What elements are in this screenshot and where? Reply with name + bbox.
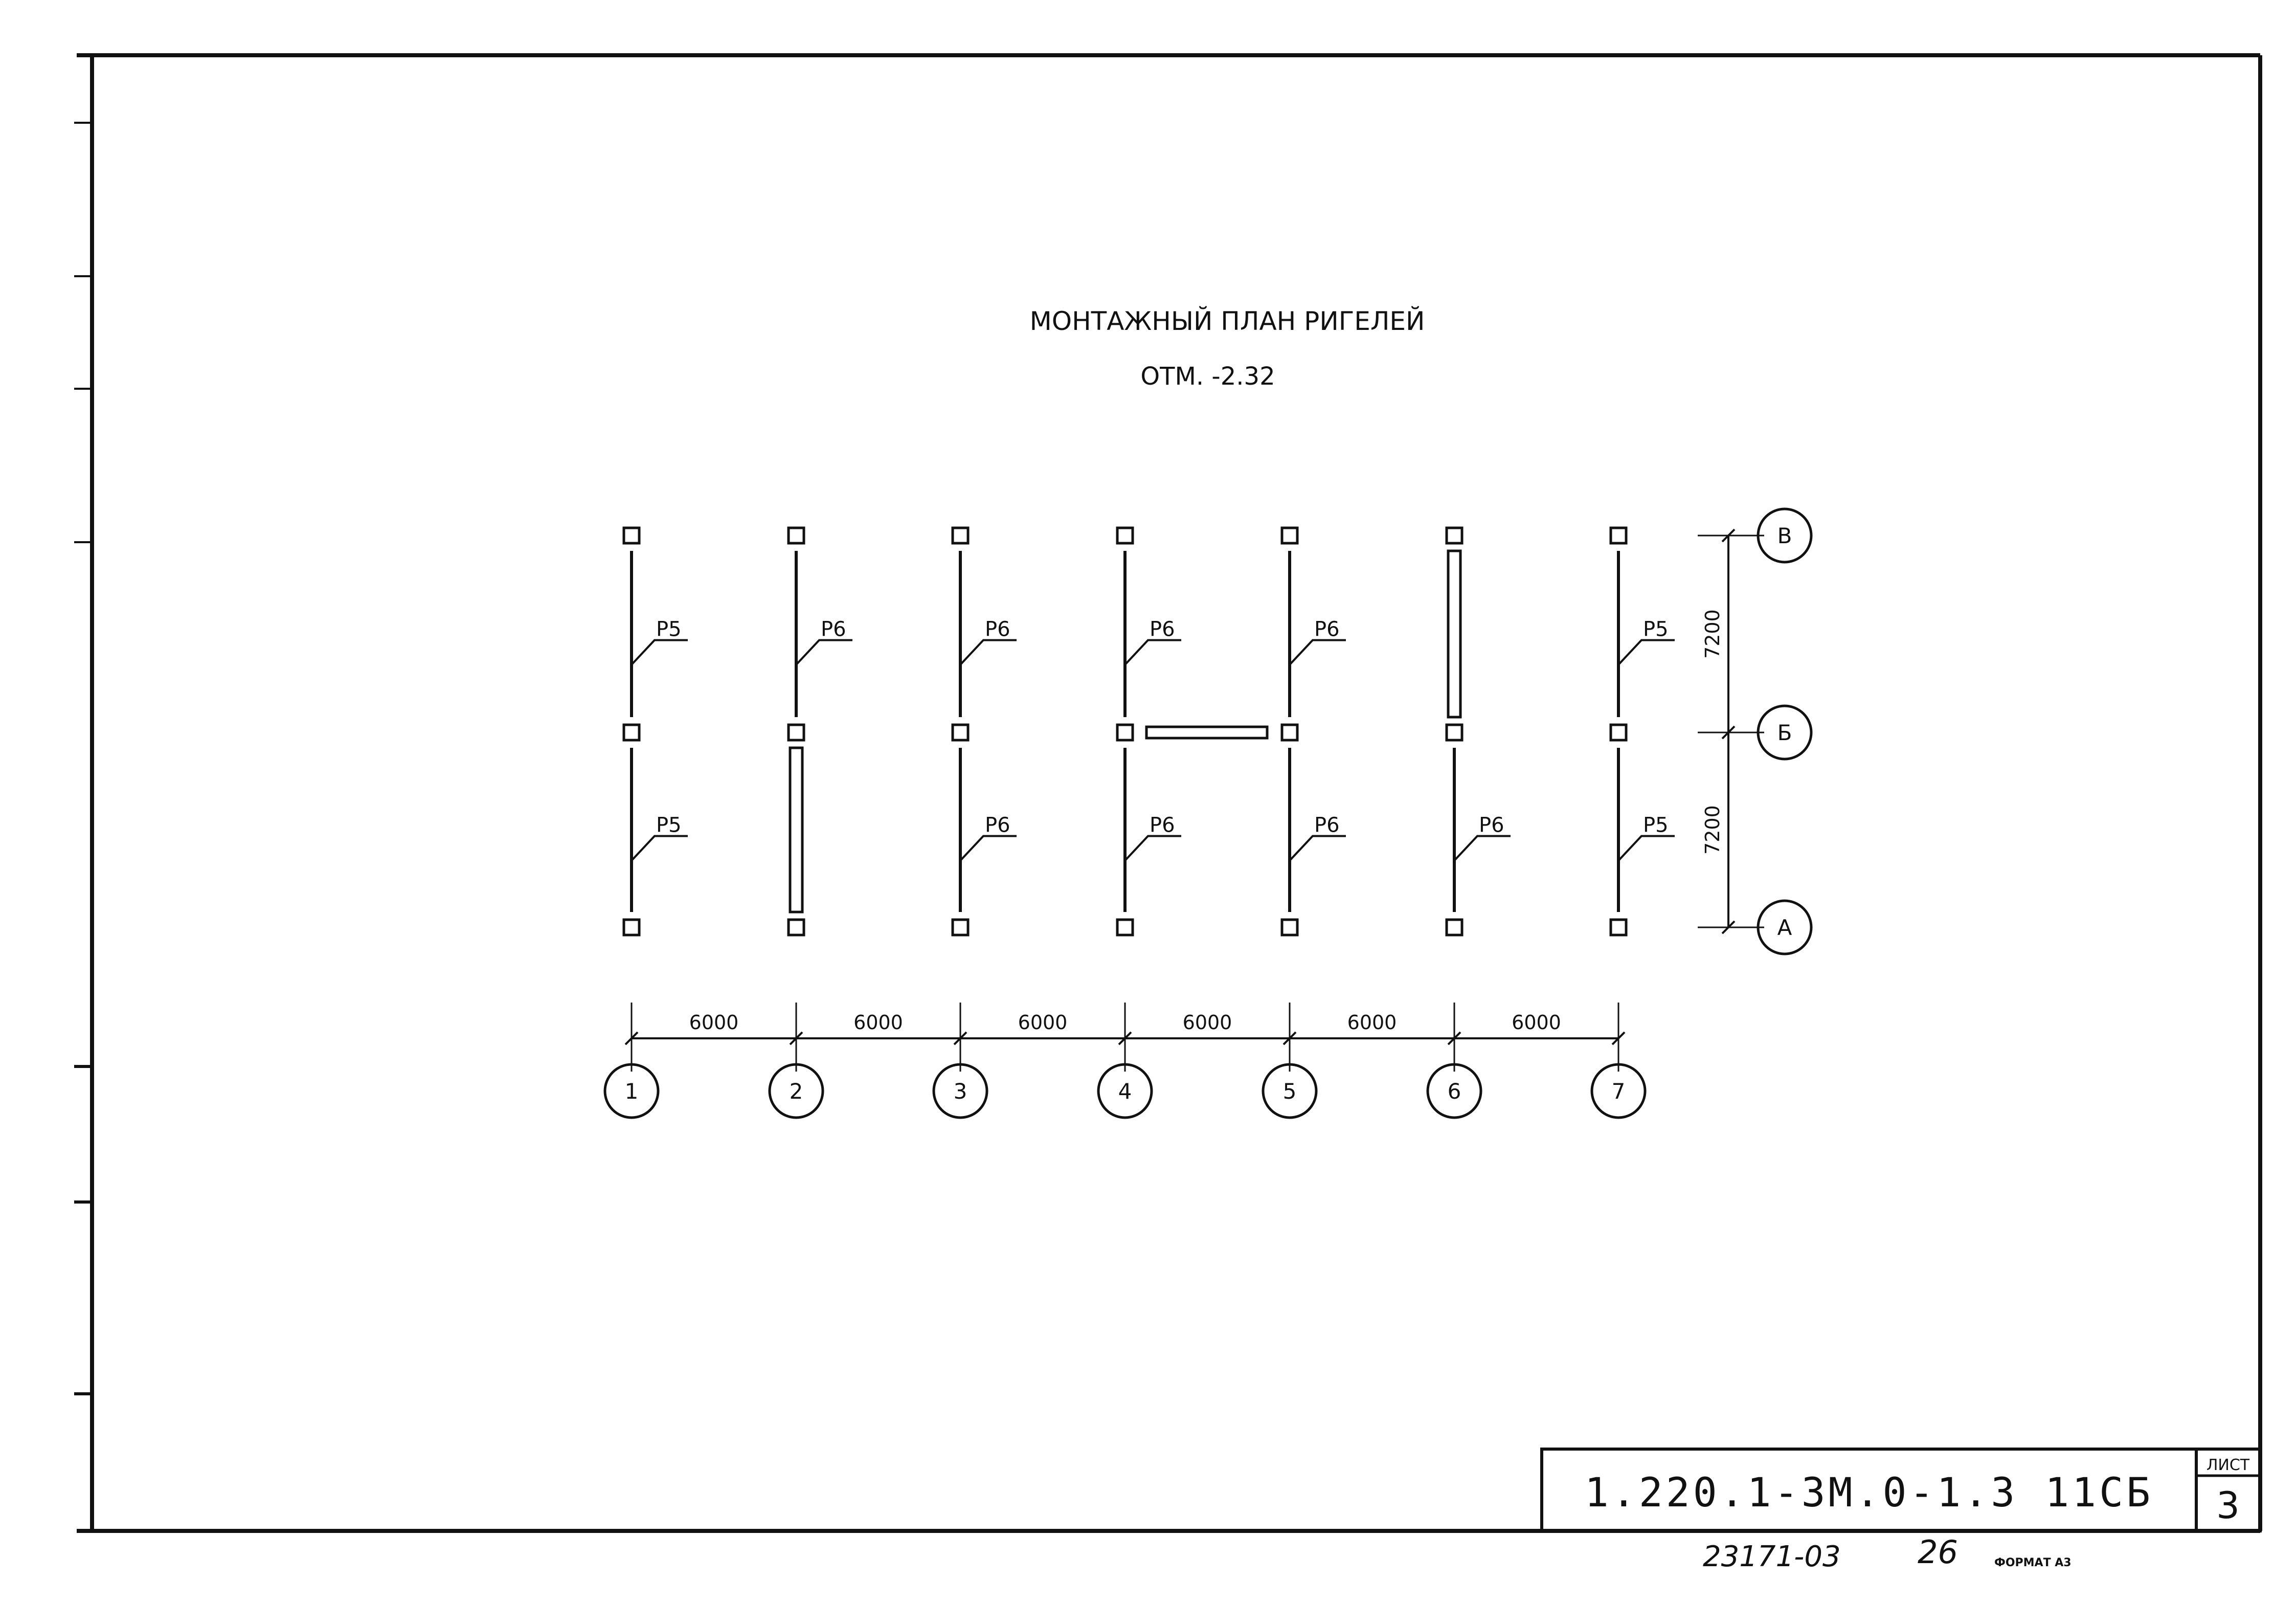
sheet-label: ЛИСТ (2207, 1456, 2250, 1474)
span-dimension: 6000 (853, 1011, 903, 1034)
beam-leader (1289, 639, 1346, 665)
axis-bubble (932, 1063, 988, 1119)
dimension-tick (789, 1031, 803, 1045)
column-square (1445, 918, 1464, 937)
axis-bubble (1262, 1063, 1318, 1119)
beam-leader (1289, 835, 1346, 861)
sheet-number: 3 (2216, 1484, 2240, 1527)
span-dimension: 7200 (1701, 805, 1724, 855)
axis-bubble (768, 1063, 824, 1119)
beam-mark: Р5 (656, 618, 682, 641)
beam-horizontal (1145, 725, 1269, 740)
beam-mark: Р6 (1314, 814, 1340, 837)
span-dimension: 7200 (1701, 609, 1724, 659)
column-square (951, 918, 970, 937)
dimension-tick (1611, 1031, 1626, 1045)
axis-bubble (1426, 1063, 1482, 1119)
axis-label: А (1777, 915, 1792, 940)
dimension-tick (624, 1031, 639, 1045)
column-square (787, 526, 805, 545)
column-square (787, 723, 805, 742)
span-dimension: 6000 (1347, 1011, 1397, 1034)
beam-mark: Р6 (821, 618, 846, 641)
axis-label: 3 (954, 1079, 967, 1104)
beam-mark: Р6 (985, 814, 1010, 837)
axis-label: 7 (1612, 1079, 1626, 1104)
beam-mark: Р6 (1479, 814, 1504, 837)
beam-mark: Р5 (1643, 814, 1669, 837)
axis-label: В (1777, 523, 1792, 548)
inventory-number: 23171-03 (1703, 1540, 1841, 1573)
column-square (1445, 526, 1464, 545)
beam-leader (795, 639, 852, 665)
beam-mark: Р5 (1643, 618, 1669, 641)
sheet-frame (74, 53, 2262, 1533)
column-square (1280, 723, 1299, 742)
axis-bubble (603, 1063, 660, 1119)
dimension-tick (1282, 1031, 1297, 1045)
column-square (1445, 723, 1464, 742)
dimension-tick (1721, 528, 1736, 543)
drawing-subtitle: ОТМ. -2.32 (1140, 362, 1275, 391)
axis-label: 4 (1118, 1079, 1132, 1104)
column-square (622, 723, 641, 742)
dimension-tick (1447, 1031, 1461, 1045)
dimension-tick (1721, 725, 1736, 740)
span-dimension: 6000 (689, 1011, 739, 1034)
axis-label: 5 (1283, 1079, 1297, 1104)
column-square (1280, 526, 1299, 545)
beam-section (1447, 549, 1462, 719)
column-square (1609, 723, 1628, 742)
beam-leader (631, 835, 688, 861)
column-square (1280, 918, 1299, 937)
beam-leader (1617, 639, 1675, 665)
footer-number: 26 (1918, 1533, 1958, 1571)
axis-bubble (1097, 1063, 1153, 1119)
beam-leader (1124, 639, 1181, 665)
span-dimension: 6000 (1183, 1011, 1232, 1034)
span-dimension: 6000 (1512, 1011, 1561, 1034)
column-square (951, 723, 970, 742)
drawing-title: МОНТАЖНЫЙ ПЛАН РИГЕЛЕЙ (1030, 306, 1425, 336)
column-square (787, 918, 805, 937)
dimension-tick (1118, 1031, 1132, 1045)
beam-mark: Р6 (1150, 814, 1175, 837)
column-square (622, 526, 641, 545)
axis-bubble (1590, 1063, 1647, 1119)
beam-leader (959, 835, 1017, 861)
beam-leader (1617, 835, 1675, 861)
column-square (1116, 526, 1134, 545)
title-block (1540, 1448, 2262, 1532)
axis-label: 6 (1448, 1079, 1461, 1104)
span-dimension: 6000 (1018, 1011, 1068, 1034)
beam-leader (1453, 835, 1511, 861)
column-square (622, 918, 641, 937)
axis-label: 2 (790, 1079, 803, 1104)
column-square (1609, 526, 1628, 545)
format-label: ФОРМАТ А3 (1994, 1556, 2072, 1569)
drawing-code: 1.220.1-3М.0-1.3 11СБ (1585, 1470, 2153, 1516)
beam-leader (631, 639, 688, 665)
beam-mark: Р5 (656, 814, 682, 837)
column-square (1609, 918, 1628, 937)
axis-label: Б (1777, 720, 1792, 745)
beam-mark: Р6 (985, 618, 1010, 641)
axis-bubble (1757, 899, 1813, 955)
axis-bubble (1757, 507, 1813, 564)
column-square (1116, 918, 1134, 937)
dimension-tick (1721, 920, 1736, 934)
dimension-tick (953, 1031, 967, 1045)
axis-label: 1 (625, 1079, 639, 1104)
beam-leader (959, 639, 1017, 665)
axis-bubble (1757, 704, 1813, 761)
beam-section (789, 746, 804, 914)
column-square (1116, 723, 1134, 742)
beam-mark: Р6 (1314, 618, 1340, 641)
beam-leader (1124, 835, 1181, 861)
beam-mark: Р6 (1150, 618, 1175, 641)
column-square (951, 526, 970, 545)
